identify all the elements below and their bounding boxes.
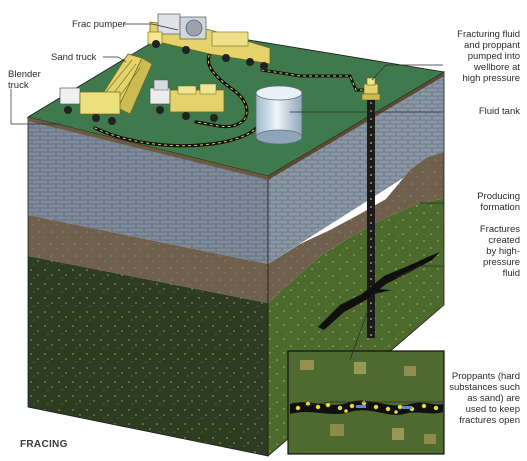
label-fracturing-fluid-line-4: wellbore at [474, 62, 520, 73]
label-fracturing-fluid: Fracturing fluid and proppant pumped int… [457, 29, 520, 84]
sand-truck [59, 53, 153, 125]
label-proppants-line-5: fractures open [459, 415, 520, 426]
label-fractures-line-2: created [488, 235, 520, 246]
label-blender-truck-line-1: Blender [8, 69, 41, 80]
front-face [27, 116, 269, 457]
label-sand-truck: Sand truck [51, 52, 97, 63]
label-fractures: Fractures created by high- pressure flui… [480, 224, 520, 279]
label-fluid-tank: Fluid tank [478, 106, 520, 117]
label-fractures-line-3: by high- [486, 246, 520, 257]
frac-pumper-truck [147, 13, 271, 70]
brown-layer-front [28, 215, 268, 303]
fluid-tank [255, 85, 303, 145]
wellhead [361, 77, 381, 101]
label-proppants-line-4: used to keep [465, 404, 520, 415]
label-fracturing-fluid-line-2: and proppant [464, 40, 520, 51]
diagram-title: FRACING [20, 439, 68, 450]
label-producing-formation-line-2: formation [480, 202, 520, 213]
label-fracturing-fluid-line-1: Fracturing fluid [457, 29, 520, 40]
label-producing-formation: Producing formation [477, 191, 520, 213]
label-proppants-line-3: as sand) are [467, 393, 520, 404]
leader-lines [10, 23, 444, 407]
label-proppants-line-2: substances such [449, 382, 520, 393]
blender-truck [149, 79, 225, 122]
proppant-inset [287, 350, 445, 455]
wellbore [367, 100, 375, 338]
label-blender-truck: Blender truck [8, 69, 41, 91]
label-fractures-line-1: Fractures [479, 224, 520, 235]
brown-layer-right [268, 152, 444, 303]
hoses [93, 48, 372, 148]
label-fractures-line-4: pressure [483, 257, 520, 268]
deep-layer-front [28, 256, 268, 456]
label-fracturing-fluid-line-5: high pressure [462, 73, 520, 84]
label-fracturing-fluid-line-3: pumped into [467, 51, 520, 62]
label-proppants-line-1: Proppants (hard [451, 371, 520, 382]
brick-layer-right [268, 72, 444, 264]
label-producing-formation-line-1: Producing [477, 191, 520, 202]
label-fractures-line-5: fluid [502, 268, 520, 279]
label-proppants: Proppants (hard substances such as sand)… [449, 371, 520, 426]
label-frac-pumper: Frac pumper [72, 19, 126, 30]
label-blender-truck-line-2: truck [8, 80, 29, 91]
